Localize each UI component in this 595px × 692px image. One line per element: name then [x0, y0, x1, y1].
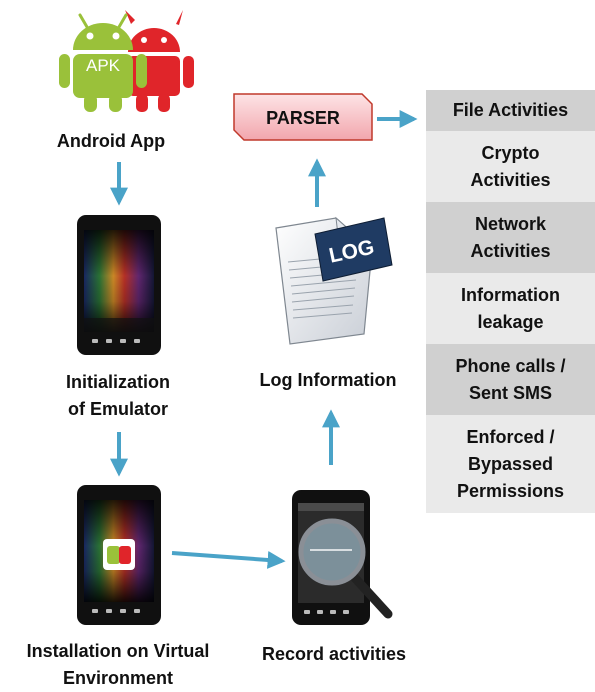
category-information-leakage: Information leakage: [426, 273, 595, 344]
category-line: Sent SMS: [468, 382, 552, 403]
emulator-phone-icon: [77, 215, 161, 355]
magnifier-icon: [298, 518, 393, 619]
android-app-icon: [59, 10, 194, 112]
installation-label: Installation on Virtual Environment: [4, 638, 232, 692]
category-file-activities: File Activities: [426, 90, 595, 131]
initialization-label-line-1: Initialization: [65, 372, 170, 392]
app-install-icon: [103, 539, 135, 570]
category-permissions: Enforced / Bypassed Permissions: [426, 415, 595, 513]
category-line: Activities: [470, 240, 551, 261]
log-badge: [314, 217, 393, 282]
category-line: Enforced /: [466, 426, 555, 447]
android-app-label: Android App: [56, 131, 166, 151]
category-crypto-activities: Crypto Activities: [426, 131, 595, 202]
category-line: File Activities: [452, 100, 569, 120]
log-information-label: Log Information: [259, 370, 397, 390]
installation-phone-icon: [77, 485, 161, 625]
initialization-label: Initialization of Emulator: [40, 369, 196, 423]
category-line: Bypassed: [467, 453, 554, 474]
installation-label-line-2: Environment: [62, 668, 173, 688]
parser-box: [233, 93, 373, 141]
initialization-label-line-2: of Emulator: [67, 399, 168, 419]
category-line: Network: [474, 213, 546, 234]
category-line: Phone calls /: [455, 355, 566, 376]
apk-badge: APK: [86, 56, 121, 75]
android-robot-icon: [59, 13, 147, 112]
category-line: leakage: [477, 311, 544, 332]
category-line: Activities: [470, 169, 551, 190]
category-line: Crypto: [481, 142, 540, 163]
category-phone-calls-sms: Phone calls / Sent SMS: [426, 344, 595, 415]
record-activities-label: Record activities: [261, 644, 407, 664]
log-document-icon: [275, 216, 393, 345]
category-network-activities: Network Activities: [426, 202, 595, 273]
arrow-install-to-record: [171, 550, 286, 569]
category-line: Information: [461, 284, 560, 305]
parser-label: PARSER: [266, 108, 340, 128]
category-line: Permissions: [456, 480, 565, 501]
installation-label-line-1: Installation on Virtual: [26, 641, 210, 661]
malware-robot-icon: [125, 10, 194, 112]
